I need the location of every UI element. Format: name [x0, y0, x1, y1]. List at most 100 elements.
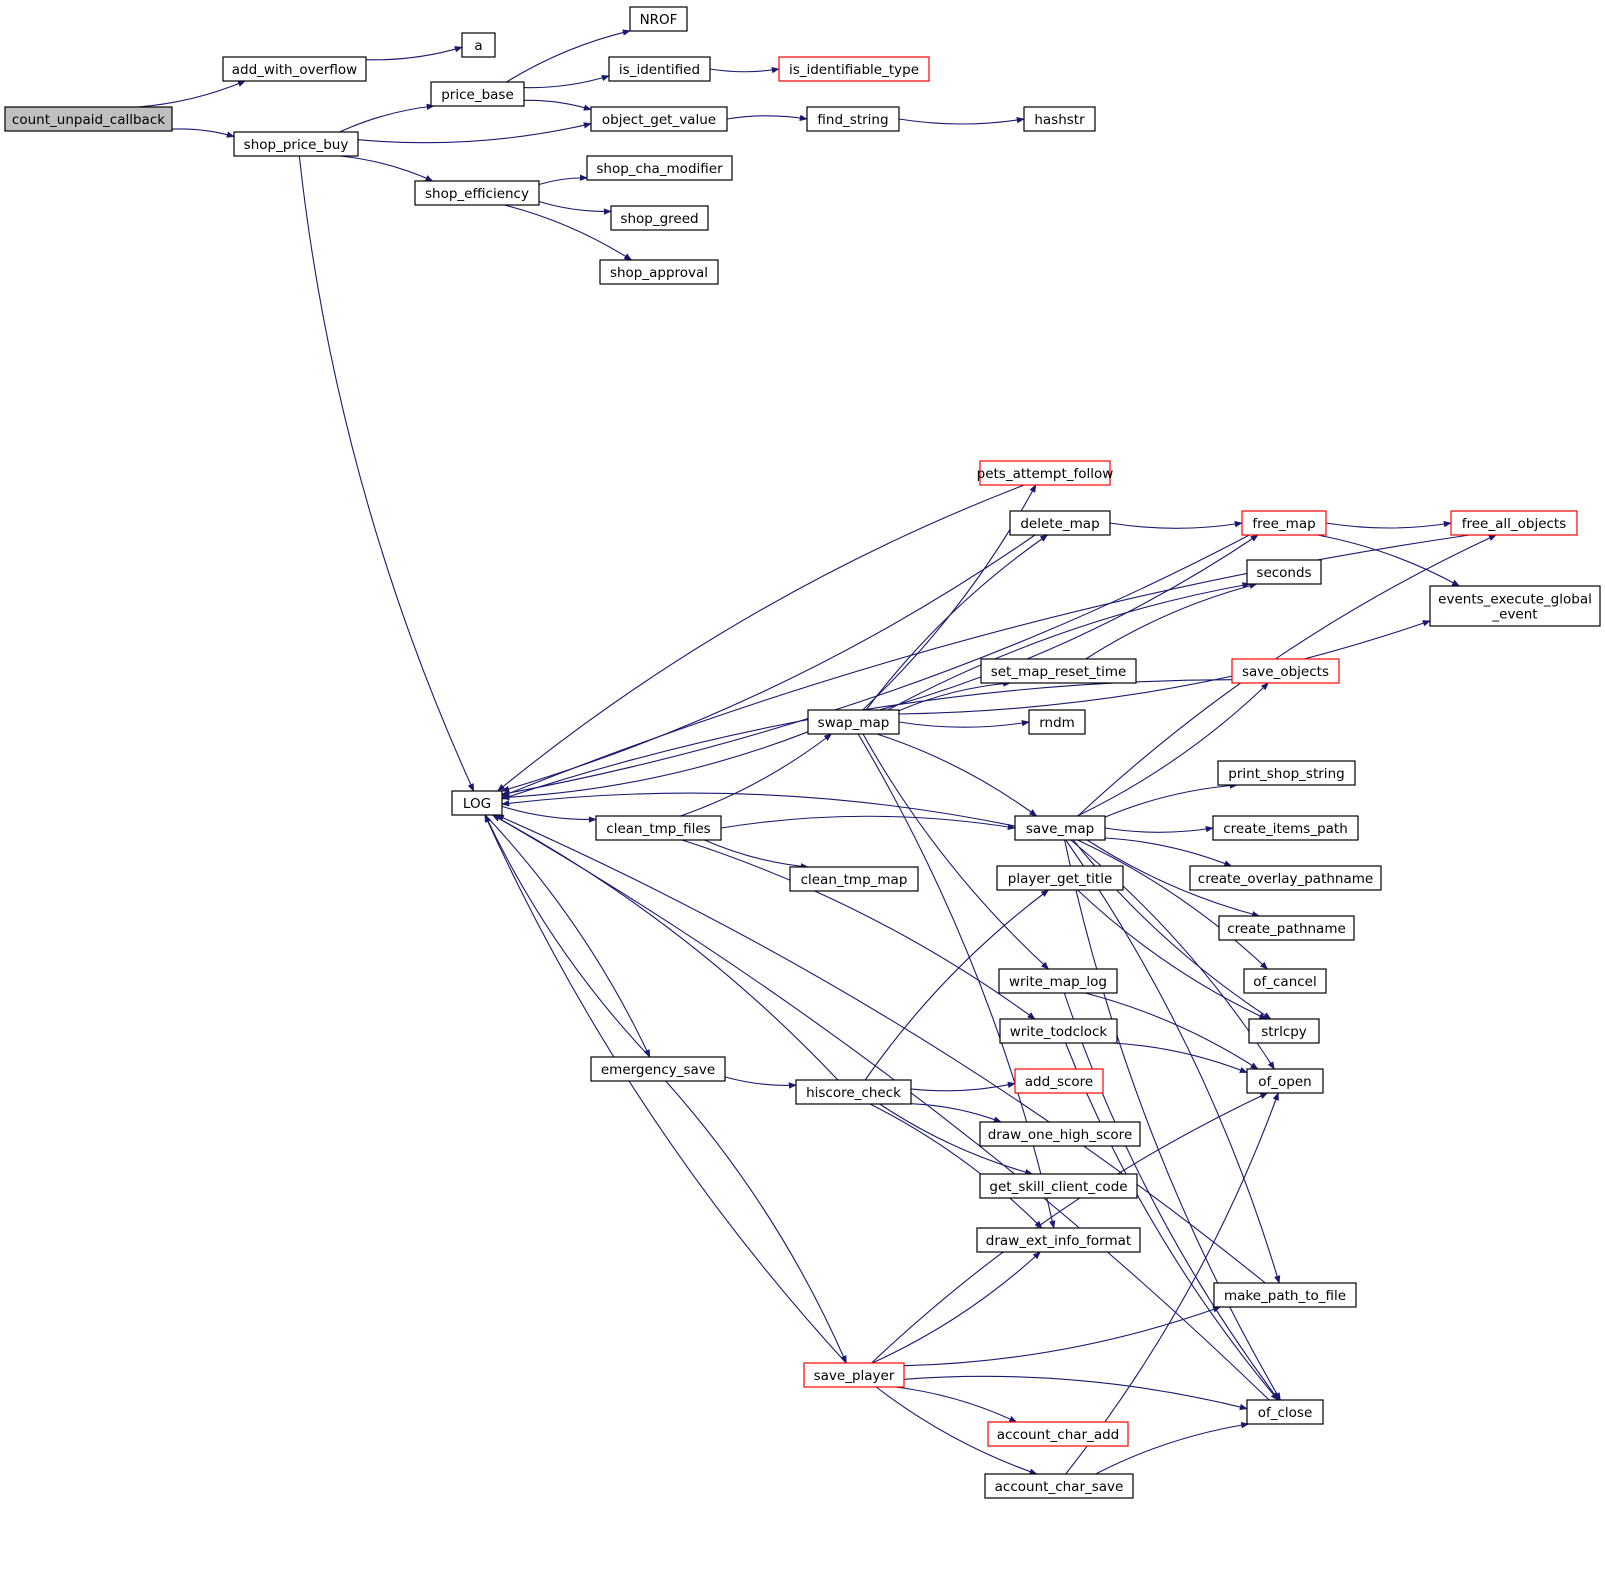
- node-label: save_player: [814, 1368, 895, 1384]
- node-write_todclock[interactable]: write_todclock: [999, 1018, 1118, 1044]
- node-box: [999, 1018, 1118, 1044]
- node-box: [1248, 1018, 1320, 1044]
- node-box: [1014, 1068, 1104, 1094]
- node-write_map_log[interactable]: write_map_log: [998, 968, 1118, 994]
- edge-hiscore_check-to-draw_one_high_score: [910, 1103, 1002, 1123]
- node-clean_tmp_files[interactable]: clean_tmp_files: [595, 815, 722, 841]
- node-is_identified[interactable]: is_identified: [608, 56, 711, 82]
- node-shop_price_buy[interactable]: shop_price_buy: [233, 131, 359, 157]
- edge-shop_price_buy-to-shop_efficiency: [340, 155, 434, 182]
- edge-swap_map-to-save_map: [876, 733, 1038, 817]
- node-get_skill_client_code[interactable]: get_skill_client_code: [979, 1173, 1138, 1199]
- edge-hiscore_check-to-draw_ext_info_format: [869, 1103, 1043, 1229]
- node-free_map[interactable]: free_map: [1241, 510, 1327, 536]
- node-box: [976, 1227, 1141, 1253]
- edge-clean_tmp_files-to-save_map: [720, 815, 1016, 831]
- node-shop_cha_modifier[interactable]: shop_cha_modifier: [586, 155, 733, 181]
- node-delete_map[interactable]: delete_map: [1009, 510, 1111, 536]
- edge-swap_map-to-set_map_reset_time: [898, 680, 1012, 712]
- node-label: LOG: [463, 796, 491, 812]
- node-box: [807, 709, 900, 735]
- node-hashstr[interactable]: hashstr: [1023, 106, 1096, 132]
- node-NROF[interactable]: NROF: [629, 6, 688, 32]
- edge-LOG-to-emergency_save: [484, 814, 651, 1058]
- node-save_player[interactable]: save_player: [803, 1362, 905, 1388]
- edge-save_player-to-account_char_add: [895, 1386, 1018, 1423]
- edge-object_get_value-to-find_string: [726, 114, 808, 122]
- node-hiscore_check[interactable]: hiscore_check: [795, 1079, 912, 1105]
- edge-of_close-to-LOG: [492, 814, 1270, 1401]
- node-clean_tmp_map[interactable]: clean_tmp_map: [789, 866, 919, 892]
- node-label: set_map_reset_time: [991, 664, 1127, 680]
- node-label: of_cancel: [1253, 974, 1317, 990]
- edge-save_player-to-LOG: [484, 814, 847, 1364]
- node-of_cancel[interactable]: of_cancel: [1243, 968, 1327, 994]
- node-strlcpy[interactable]: strlcpy: [1248, 1018, 1320, 1044]
- node-shop_approval[interactable]: shop_approval: [599, 259, 719, 285]
- node-box: [1028, 709, 1086, 735]
- node-of_close[interactable]: of_close: [1246, 1399, 1324, 1425]
- node-events_execute_global_event[interactable]: events_execute_global_event: [1429, 585, 1601, 627]
- node-create_overlay_pathname[interactable]: create_overlay_pathname: [1189, 865, 1382, 891]
- node-label: delete_map: [1020, 516, 1099, 532]
- node-rndm[interactable]: rndm: [1028, 709, 1086, 735]
- node-emergency_save[interactable]: emergency_save: [590, 1056, 726, 1082]
- node-label: hashstr: [1034, 112, 1085, 128]
- edge-swap_map-to-seconds: [887, 582, 1251, 711]
- node-label: object_get_value: [602, 112, 716, 128]
- node-label: price_base: [441, 87, 514, 103]
- node-label: create_overlay_pathname: [1198, 871, 1373, 887]
- node-label: get_skill_client_code: [989, 1179, 1127, 1195]
- edge-emergency_save-to-LOG: [484, 814, 651, 1058]
- node-create_items_path[interactable]: create_items_path: [1212, 815, 1359, 841]
- node-account_char_add[interactable]: account_char_add: [987, 1421, 1129, 1447]
- node-free_all_objects[interactable]: free_all_objects: [1450, 510, 1578, 536]
- node-shop_greed[interactable]: shop_greed: [610, 205, 709, 231]
- node-box: [996, 865, 1124, 891]
- node-label: add_score: [1025, 1074, 1093, 1090]
- node-save_map[interactable]: save_map: [1014, 815, 1106, 841]
- node-create_pathname[interactable]: create_pathname: [1218, 915, 1355, 941]
- node-account_char_save[interactable]: account_char_save: [984, 1473, 1134, 1499]
- edge-free_all_objects-to-LOG: [501, 534, 1470, 797]
- node-shop_efficiency[interactable]: shop_efficiency: [414, 180, 540, 206]
- node-draw_ext_info_format[interactable]: draw_ext_info_format: [976, 1227, 1141, 1253]
- node-find_string[interactable]: find_string: [806, 106, 900, 132]
- node-box: [608, 56, 711, 82]
- edge-delete_map-to-LOG: [501, 534, 1036, 793]
- edge-delete_map-to-free_map: [1109, 520, 1243, 529]
- node-count_unpaid_callback[interactable]: count_unpaid_callback: [4, 106, 173, 132]
- node-box: [979, 1121, 1141, 1147]
- node-player_get_title[interactable]: player_get_title: [996, 865, 1124, 891]
- node-price_base[interactable]: price_base: [430, 81, 525, 107]
- node-label: of_close: [1258, 1405, 1313, 1421]
- node-a[interactable]: a: [461, 32, 496, 58]
- edge-free_map-to-free_all_objects: [1325, 520, 1452, 529]
- node-of_open[interactable]: of_open: [1246, 1068, 1324, 1094]
- node-object_get_value[interactable]: object_get_value: [590, 106, 728, 132]
- node-box: [1014, 815, 1106, 841]
- node-label: shop_efficiency: [425, 186, 529, 202]
- node-swap_map[interactable]: swap_map: [807, 709, 900, 735]
- node-set_map_reset_time[interactable]: set_map_reset_time: [980, 658, 1137, 684]
- node-seconds[interactable]: seconds: [1246, 559, 1322, 585]
- node-label: shop_price_buy: [244, 137, 349, 153]
- node-label: strlcpy: [1261, 1024, 1307, 1040]
- node-label: create_items_path: [1223, 821, 1348, 837]
- node-box: [1243, 968, 1327, 994]
- node-add_with_overflow[interactable]: add_with_overflow: [222, 56, 367, 82]
- edge-hiscore_check-to-get_skill_client_code: [879, 1103, 1034, 1176]
- node-box: [1189, 865, 1382, 891]
- node-box: [1246, 559, 1322, 585]
- node-make_path_to_file[interactable]: make_path_to_file: [1213, 1282, 1357, 1308]
- node-LOG[interactable]: LOG: [451, 790, 503, 816]
- node-pets_attempt_follow[interactable]: pets_attempt_follow: [977, 460, 1114, 486]
- node-draw_one_high_score[interactable]: draw_one_high_score: [979, 1121, 1141, 1147]
- node-box: [778, 56, 930, 82]
- node-save_objects[interactable]: save_objects: [1231, 658, 1340, 684]
- node-box: [1009, 510, 1111, 536]
- node-print_shop_string[interactable]: print_shop_string: [1217, 760, 1356, 786]
- node-add_score[interactable]: add_score: [1014, 1068, 1104, 1094]
- node-is_identifiable_type[interactable]: is_identifiable_type: [778, 56, 930, 82]
- edge-write_todclock-to-of_close: [1065, 1042, 1279, 1401]
